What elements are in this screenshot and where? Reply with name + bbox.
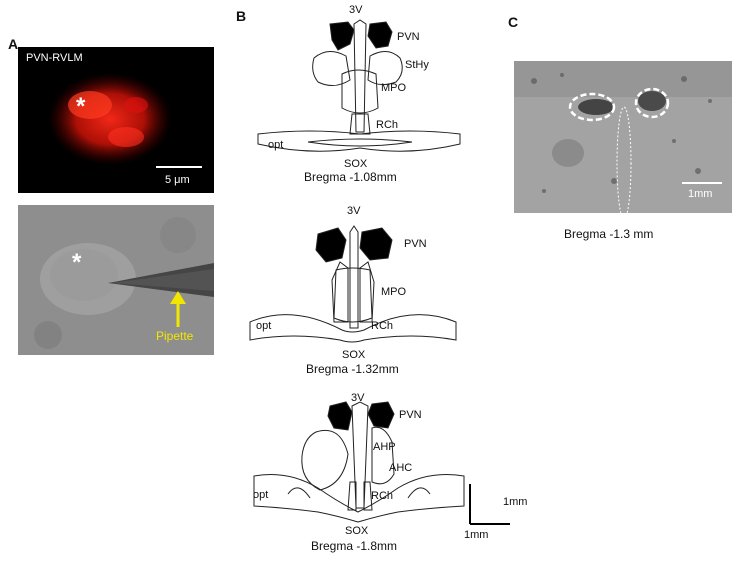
panel-c-label: C xyxy=(508,14,518,30)
scale-bar xyxy=(156,166,202,168)
brain-section-3 xyxy=(248,398,478,538)
panel-b-label: B xyxy=(236,8,246,24)
sec3-pvn: PVN xyxy=(399,409,422,421)
cell-asterisk: * xyxy=(76,93,85,121)
scale-v-label: 1mm xyxy=(503,496,527,508)
sec2-opt: opt xyxy=(256,320,271,332)
sec3-rch: RCh xyxy=(371,490,393,502)
sec3-sox: SOX xyxy=(345,525,368,537)
sec1-rch: RCh xyxy=(376,119,398,131)
sec2-3v: 3V xyxy=(347,205,360,217)
sec1-mpo: MPO xyxy=(381,82,406,94)
sec1-sthy: StHy xyxy=(405,59,429,71)
sec1-sox: SOX xyxy=(344,158,367,170)
sec2-pvn: PVN xyxy=(404,238,427,250)
sec3-bregma: Bregma -1.8mm xyxy=(311,539,397,553)
sec1-pvn: PVN xyxy=(397,31,420,43)
panel-a-label: A xyxy=(8,36,18,52)
sec1-bregma: Bregma -1.08mm xyxy=(304,170,397,184)
sec3-opt: opt xyxy=(253,489,268,501)
sec3-ahp: AHP xyxy=(373,441,396,453)
pipette-label: Pipette xyxy=(156,329,193,343)
slice-photo: 1mm xyxy=(514,61,732,213)
fluorescence-title: PVN-RVLM xyxy=(26,52,83,64)
sec3-3v: 3V xyxy=(351,392,364,404)
sec1-opt: opt xyxy=(268,139,283,151)
slice-scale-label: 1mm xyxy=(688,188,712,200)
scale-bar-label: 5 μm xyxy=(165,174,190,186)
fluorescence-cell xyxy=(18,47,214,193)
fluorescence-image: PVN-RVLM * 5 μm xyxy=(18,47,214,193)
sec2-sox: SOX xyxy=(342,349,365,361)
sec1-3v: 3V xyxy=(349,4,362,16)
panel-c-bregma: Bregma -1.3 mm xyxy=(564,227,653,241)
sec3-ahc: AHC xyxy=(389,462,412,474)
brain-section-1 xyxy=(250,10,480,175)
brain-section-2 xyxy=(242,210,472,360)
sec2-bregma: Bregma -1.32mm xyxy=(306,362,399,376)
scale-h-label: 1mm xyxy=(464,529,488,541)
sec2-rch: RCh xyxy=(371,320,393,332)
dic-image: * Pipette xyxy=(18,205,214,355)
sec2-mpo: MPO xyxy=(381,286,406,298)
